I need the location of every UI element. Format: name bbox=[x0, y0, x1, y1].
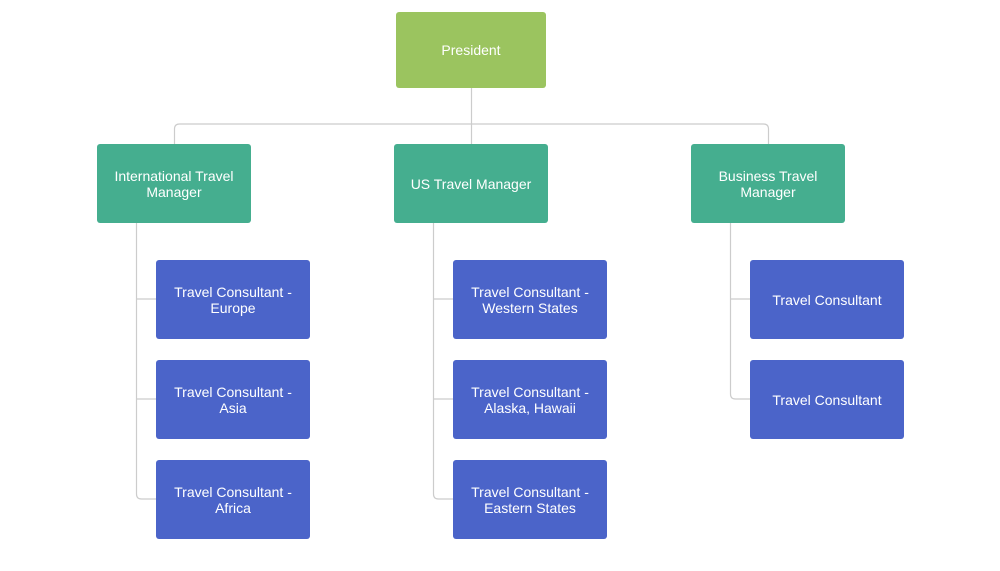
node-business-travel-manager[interactable]: Business Travel Manager bbox=[691, 144, 845, 223]
node-international-travel-manager[interactable]: International Travel Manager bbox=[97, 144, 251, 223]
connector-trunk-international bbox=[135, 223, 156, 500]
node-label: Business Travel Manager bbox=[718, 167, 818, 200]
node-consultant-africa[interactable]: Travel Consultant - Africa bbox=[156, 460, 310, 539]
node-label: President bbox=[441, 42, 501, 58]
node-label: Travel Consultant bbox=[772, 391, 882, 408]
connector-trunk-business bbox=[729, 223, 750, 400]
node-label: International Travel Manager bbox=[114, 167, 234, 200]
node-label: Travel Consultant - Europe bbox=[174, 283, 292, 316]
node-label: Travel Consultant - Asia bbox=[174, 383, 292, 416]
node-label: Travel Consultant - Western States bbox=[471, 283, 589, 316]
node-consultant-europe[interactable]: Travel Consultant - Europe bbox=[156, 260, 310, 339]
node-consultant-eastern-states[interactable]: Travel Consultant - Eastern States bbox=[453, 460, 607, 539]
node-label: Travel Consultant - Alaska, Hawaii bbox=[471, 383, 589, 416]
node-us-travel-manager[interactable]: US Travel Manager bbox=[394, 144, 548, 223]
node-consultant-asia[interactable]: Travel Consultant - Asia bbox=[156, 360, 310, 439]
node-label: Travel Consultant - Africa bbox=[174, 483, 292, 516]
node-consultant-business-2[interactable]: Travel Consultant bbox=[750, 360, 904, 439]
node-consultant-business-1[interactable]: Travel Consultant bbox=[750, 260, 904, 339]
node-president[interactable]: President bbox=[396, 12, 546, 88]
node-label: Travel Consultant - Eastern States bbox=[471, 483, 589, 516]
connector-trunk-us bbox=[432, 223, 453, 500]
node-consultant-western-states[interactable]: Travel Consultant - Western States bbox=[453, 260, 607, 339]
node-consultant-alaska-hawaii[interactable]: Travel Consultant - Alaska, Hawaii bbox=[453, 360, 607, 439]
node-label: Travel Consultant bbox=[772, 291, 882, 308]
node-label: US Travel Manager bbox=[410, 175, 532, 192]
